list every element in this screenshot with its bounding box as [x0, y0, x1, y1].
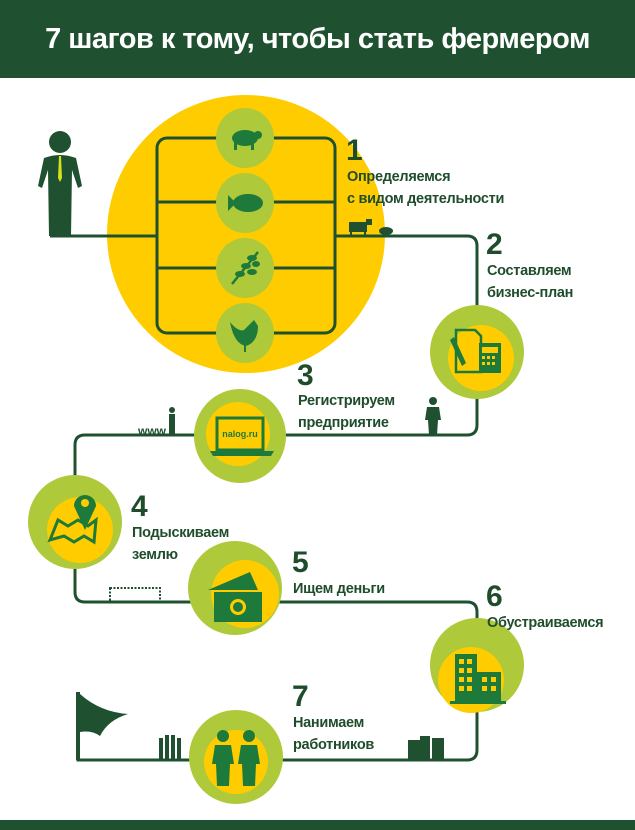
step-5-number: 5	[292, 546, 309, 579]
laptop-icon: nalog.ru	[194, 389, 286, 483]
small-pig-icon	[379, 227, 393, 235]
business-plan-icon	[430, 305, 524, 399]
step-3-label-2: предприятие	[298, 415, 389, 431]
step-4-label-2: землю	[132, 547, 178, 563]
wheat-icon	[216, 238, 274, 298]
small-buildings-icon	[408, 736, 444, 760]
step-1-label: Определяемся	[347, 169, 450, 185]
step-4-number: 4	[131, 490, 148, 523]
step-1-label-2: с видом деятельности	[347, 191, 504, 207]
step-7-label: Нанимаем	[293, 715, 364, 731]
page-title: 7 шагов к тому, чтобы стать фермером	[0, 0, 635, 78]
pig-icon	[216, 108, 274, 168]
step-3-number: 3	[297, 359, 314, 392]
footer-bar	[0, 820, 635, 830]
finish-flag-icon	[76, 692, 128, 760]
www-icon: www	[137, 407, 175, 438]
farmer-figure-icon	[38, 131, 82, 236]
small-man-icon	[425, 397, 441, 435]
step-2-label: Составляем	[487, 263, 571, 279]
step-6-label: Обустраиваемся	[487, 615, 603, 631]
step-6-number: 6	[486, 580, 503, 613]
building-icon	[430, 618, 524, 713]
fence-icon	[109, 587, 161, 603]
money-icon	[188, 541, 282, 635]
step-3-label: Регистрируем	[298, 393, 395, 409]
step-4-label: Подыскиваем	[132, 525, 229, 541]
step-7-number: 7	[292, 680, 309, 713]
step-2-number: 2	[486, 228, 503, 261]
fish-icon	[216, 173, 274, 233]
map-pin-icon	[28, 475, 122, 569]
step-7-label-2: работников	[293, 737, 374, 753]
laptop-screen-text: nalog.ru	[222, 429, 258, 439]
cow-icon	[349, 219, 372, 236]
crowd-icon	[159, 735, 181, 760]
www-text: www	[137, 424, 167, 438]
step1-circle	[107, 95, 385, 373]
step-1-number: 1	[346, 134, 363, 167]
people-icon	[189, 710, 283, 804]
step-2-label-2: бизнес-план	[487, 285, 573, 301]
chicken-icon	[216, 303, 274, 363]
step-5-label: Ищем деньги	[293, 581, 385, 597]
